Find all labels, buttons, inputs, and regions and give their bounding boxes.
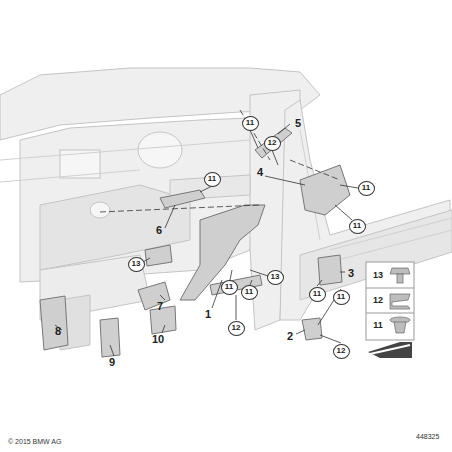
part-number: 3 [348, 268, 354, 279]
part-7 [138, 282, 170, 310]
part-2 [302, 318, 322, 340]
part-number: 4 [257, 167, 263, 178]
callout-number: 13 [128, 257, 145, 272]
callout-number: 12 [333, 344, 350, 359]
note-text: © 2015 BMW AG [8, 438, 61, 445]
callout-number: 12 [264, 136, 281, 151]
part-9 [100, 318, 120, 357]
callout-number: 11 [333, 290, 350, 305]
part-number: 7 [157, 301, 163, 312]
note-text: 448325 [416, 433, 439, 440]
part-3 [318, 255, 342, 285]
part-number: 5 [295, 118, 301, 129]
part-number: 6 [156, 225, 162, 236]
callout-number: 11 [204, 172, 221, 187]
part-number: 2 [287, 331, 293, 342]
legend-number: 12 [373, 296, 383, 305]
legend-number: 13 [373, 271, 383, 280]
part-number: 1 [205, 309, 211, 320]
callout-number: 11 [242, 116, 259, 131]
callout-number: 11 [241, 285, 258, 300]
callout-number: 11 [349, 219, 366, 234]
callout-number: 11 [221, 280, 238, 295]
part-number: 9 [109, 357, 115, 368]
part-1 [180, 205, 265, 300]
legend-number: 11 [373, 321, 383, 330]
part-number: 10 [152, 334, 164, 345]
part-4 [300, 165, 350, 215]
part-6 [160, 190, 205, 208]
callout-number: 12 [228, 321, 245, 336]
callout-number: 11 [358, 181, 375, 196]
part-8 [40, 296, 68, 350]
callout-number: 13 [267, 270, 284, 285]
part-number: 8 [55, 326, 61, 337]
legend-arrow [368, 342, 412, 358]
callout-number: 11 [309, 287, 326, 302]
